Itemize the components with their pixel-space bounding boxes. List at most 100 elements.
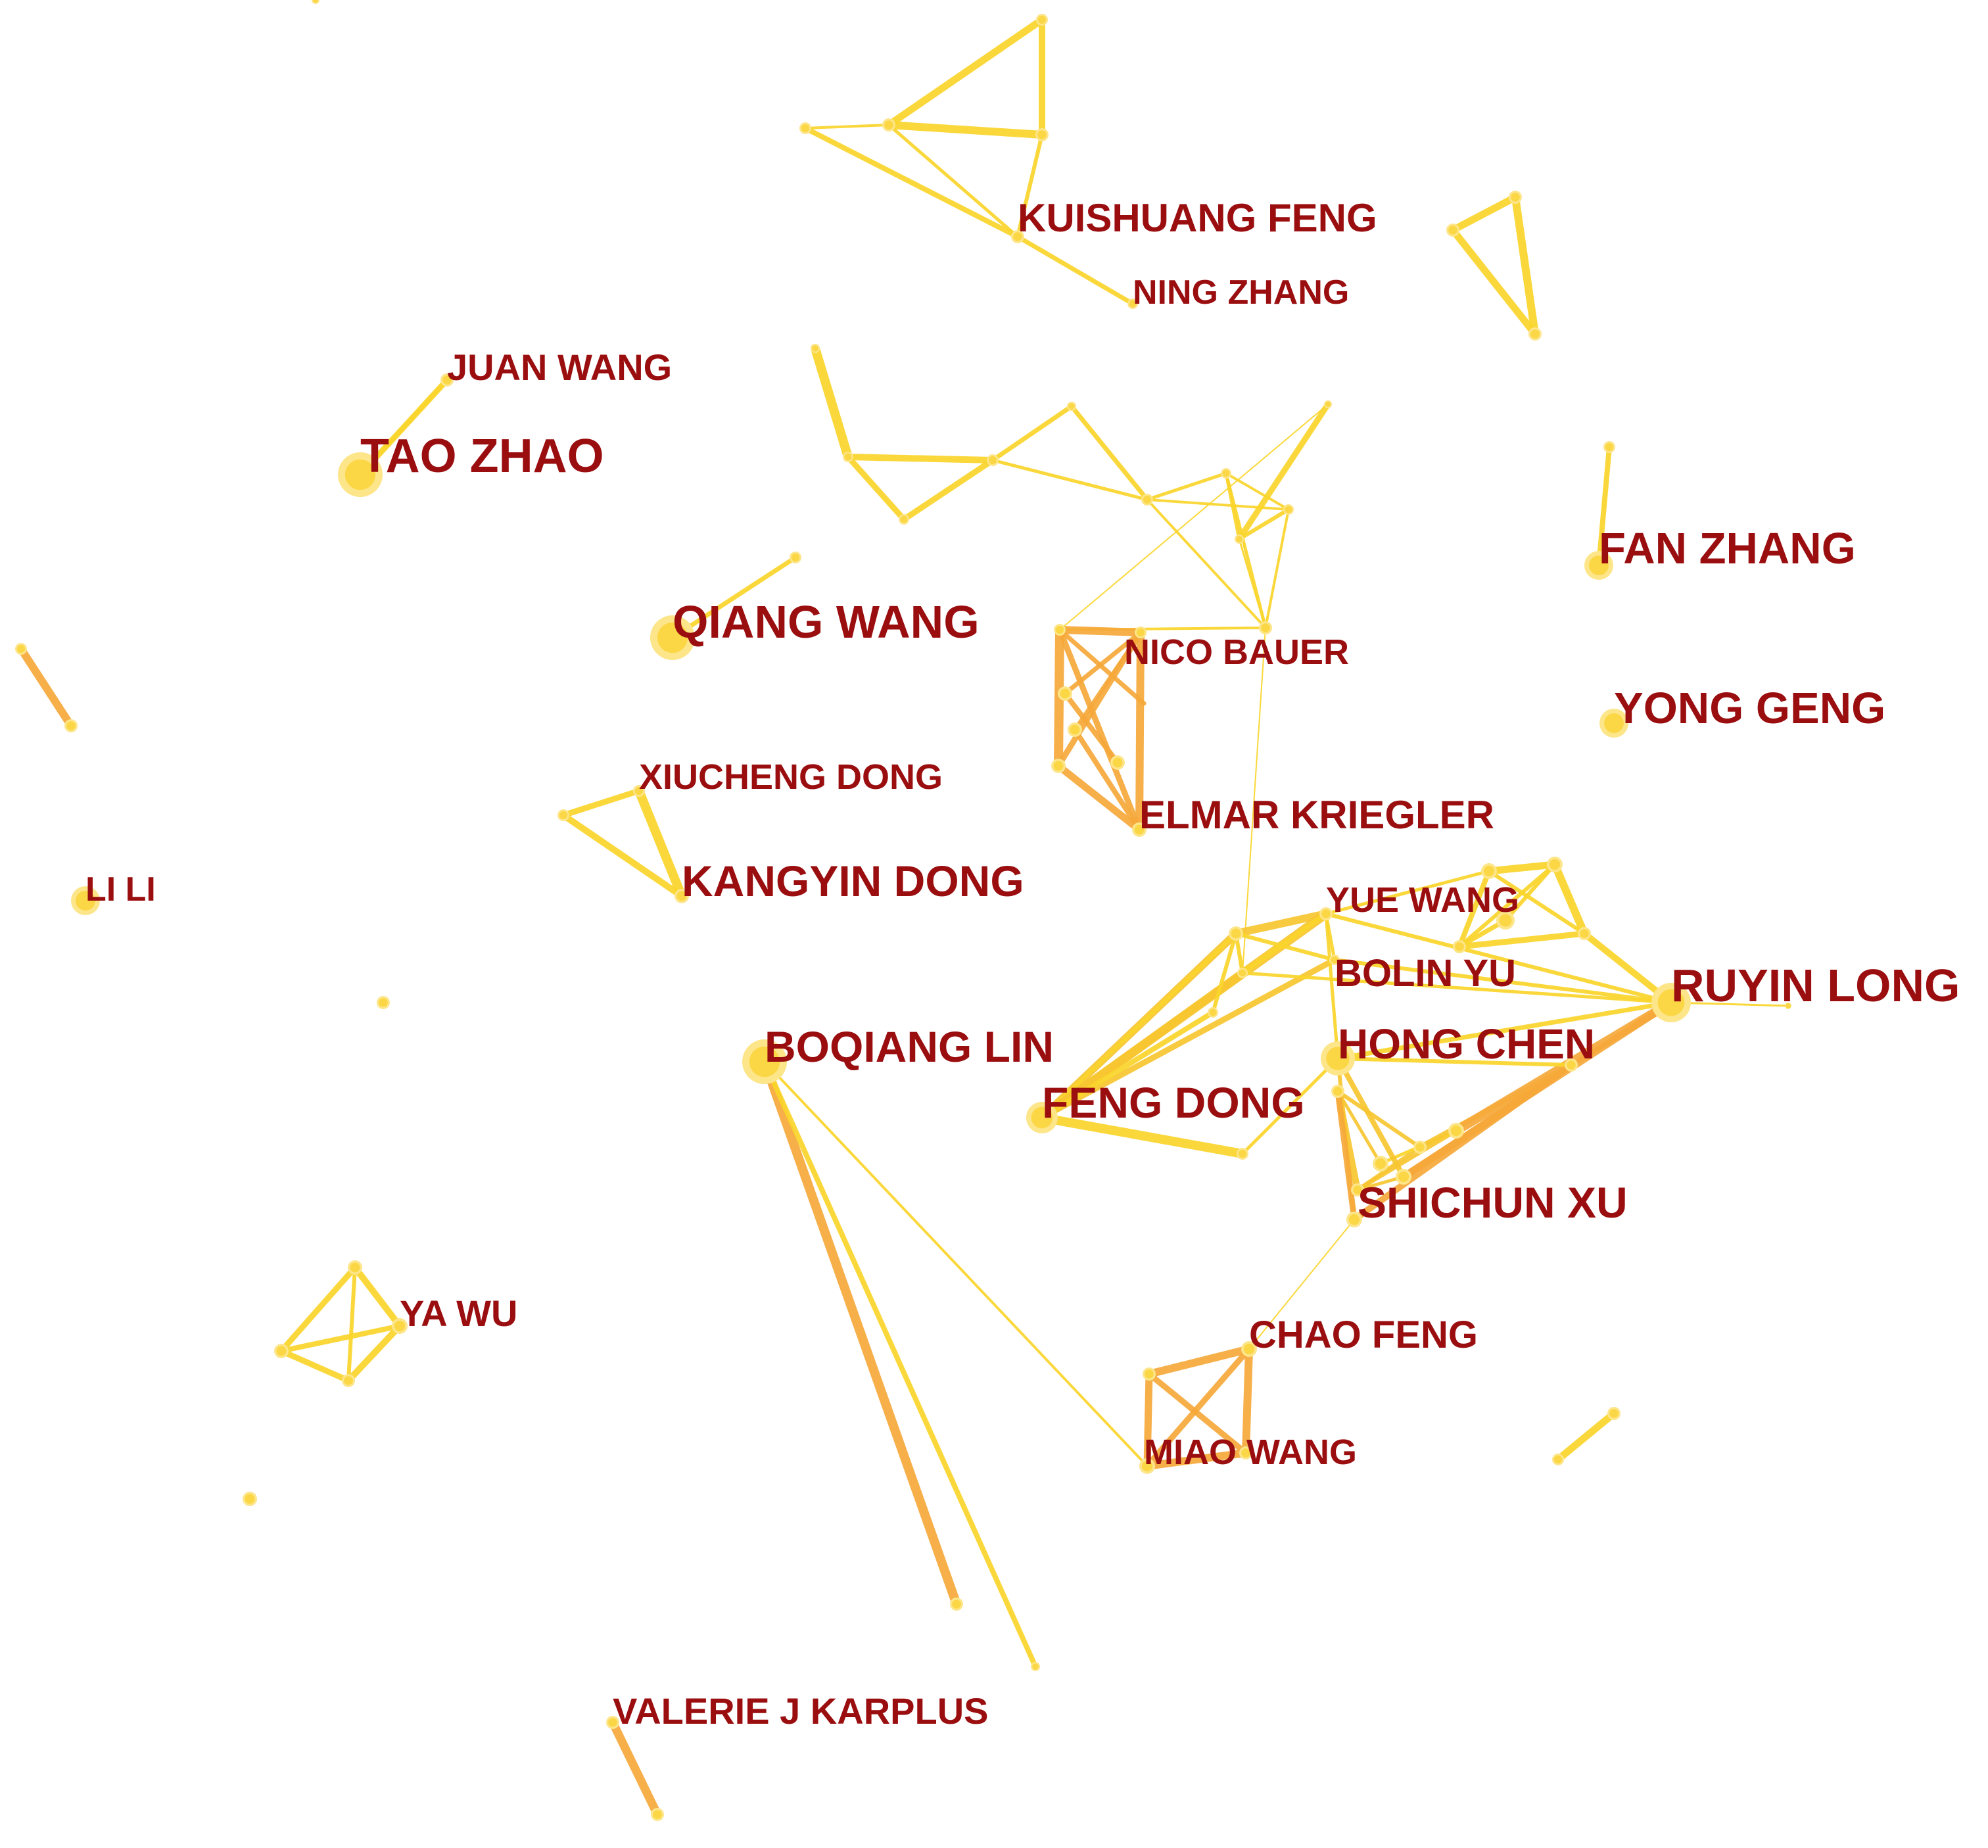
author-node[interactable] [1329,955,1340,965]
author-node[interactable] [1599,709,1628,738]
author-node[interactable] [1141,494,1153,506]
author-node[interactable] [1237,968,1248,978]
author-node[interactable] [64,719,78,732]
author-node[interactable] [440,373,454,387]
author-node[interactable] [1785,1003,1791,1009]
author-node[interactable] [1058,686,1072,701]
author-node[interactable] [1051,759,1066,773]
author-node[interactable] [392,1318,408,1334]
author-node[interactable] [1241,1341,1257,1357]
author-label-kuishuang[interactable]: KUISHUANG FENG [1018,196,1377,240]
author-node[interactable] [1239,1446,1252,1459]
author-node[interactable] [1135,627,1147,638]
author-node[interactable] [1237,1148,1248,1160]
author-node[interactable] [1651,983,1691,1022]
author-label-shichun[interactable]: SHICHUN XU [1358,1178,1628,1227]
author-label-valerie[interactable]: VALERIE J KARPLUS [613,1690,988,1732]
author-node[interactable] [274,1344,289,1358]
author-node[interactable] [1259,621,1272,634]
author-node[interactable] [312,0,320,4]
author-label-xiucheng[interactable]: XIUCHENG DONG [639,757,943,797]
author-node[interactable] [1319,907,1333,920]
author-label-fan[interactable]: FAN ZHANG [1599,524,1856,573]
author-node[interactable] [1143,1367,1156,1381]
author-node[interactable] [1481,863,1497,879]
author-node[interactable] [1011,230,1024,243]
author-node[interactable] [342,1374,355,1387]
author-node[interactable] [899,514,909,525]
author-label-chao[interactable]: CHAO FENG [1249,1314,1478,1356]
author-node[interactable] [1026,1102,1058,1133]
author-node[interactable] [15,643,27,655]
author-node[interactable] [1373,1156,1388,1172]
author-node[interactable] [811,344,820,353]
author-label-miao[interactable]: MIAO WANG [1144,1433,1357,1472]
author-label-qiang[interactable]: QIANG WANG [673,596,980,648]
author-node[interactable] [987,454,999,466]
author-node[interactable] [1448,1123,1464,1139]
author-node[interactable] [1127,298,1138,309]
author-node[interactable] [674,889,689,903]
author-node[interactable] [1578,927,1591,940]
author-node[interactable] [1453,940,1466,953]
author-node[interactable] [1584,551,1613,580]
author-node[interactable] [1132,822,1147,837]
author-node[interactable] [1552,1454,1564,1465]
author-node[interactable] [1221,468,1231,479]
author-node[interactable] [1036,14,1048,26]
author-node[interactable] [1446,224,1459,237]
author-label-yue[interactable]: YUE WANG [1326,880,1519,920]
author-node[interactable] [1235,534,1244,544]
author-label-yawu[interactable]: YA WU [400,1292,517,1334]
author-node[interactable] [348,1260,362,1275]
author-node[interactable] [1110,755,1125,770]
author-node[interactable] [1035,128,1049,141]
author-label-nico[interactable]: NICO BAUER [1124,632,1349,672]
author-node[interactable] [1208,1007,1218,1018]
author-node[interactable] [1413,1141,1427,1154]
author-label-kangyin[interactable]: KANGYIN DONG [682,857,1024,905]
author-node[interactable] [1068,723,1082,737]
author-node[interactable] [1139,1458,1155,1474]
author-label-feng[interactable]: FENG DONG [1042,1078,1305,1127]
author-node[interactable] [1607,1407,1621,1420]
author-node[interactable] [650,615,695,660]
author-label-elmar[interactable]: ELMAR KRIEGLER [1139,793,1494,837]
author-node[interactable] [1324,400,1332,408]
author-node[interactable] [557,809,569,821]
author-node[interactable] [633,785,645,797]
author-node[interactable] [1351,1183,1364,1196]
author-label-hong[interactable]: HONG CHEN [1338,1020,1595,1068]
author-node[interactable] [843,452,853,462]
author-label-ning[interactable]: NING ZHANG [1133,273,1349,312]
author-node[interactable] [606,1716,619,1729]
author-label-tao[interactable]: TAO ZHAO [360,430,604,483]
author-label-boqiang[interactable]: BOQIANG LIN [765,1022,1054,1071]
author-label-yong[interactable]: YONG GENG [1614,684,1885,733]
author-node[interactable] [71,886,100,915]
author-node[interactable] [950,1598,963,1611]
author-node[interactable] [1565,1058,1578,1072]
author-node[interactable] [882,118,895,131]
author-node[interactable] [742,1039,787,1084]
author-node[interactable] [377,996,390,1009]
author-label-lili[interactable]: LI LI [85,870,156,909]
author-node[interactable] [1229,926,1243,941]
author-label-bolin[interactable]: BOLIN YU [1335,952,1516,995]
author-label-juan[interactable]: JUAN WANG [447,346,672,388]
author-node[interactable] [1346,1212,1362,1227]
author-node[interactable] [1509,191,1522,204]
author-node[interactable] [338,452,383,497]
author-node[interactable] [790,552,801,563]
author-node[interactable] [1547,857,1563,872]
author-node[interactable] [1031,1662,1040,1671]
author-node[interactable] [1396,1169,1411,1185]
author-node[interactable] [243,1492,257,1506]
author-node[interactable] [1067,402,1076,411]
author-node[interactable] [1321,1041,1355,1076]
author-node[interactable] [1331,1085,1344,1098]
author-node[interactable] [1054,624,1066,636]
author-node[interactable] [1496,911,1515,930]
author-node[interactable] [651,1808,664,1821]
author-label-ruyin[interactable]: RUYIN LONG [1671,960,1960,1011]
